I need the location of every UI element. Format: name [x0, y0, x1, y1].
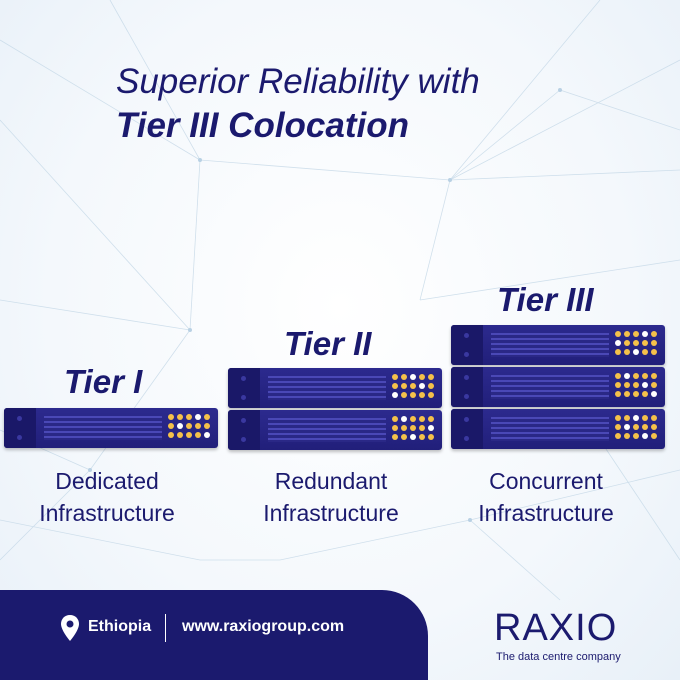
- tier-1-title: Tier I: [64, 363, 143, 400]
- tier-1-caption: Dedicated Infrastructure: [22, 465, 192, 529]
- server-unit: [228, 410, 442, 450]
- tier-3-caption-line-1: Concurrent: [489, 468, 603, 494]
- tier-3-caption-line-2: Infrastructure: [478, 500, 614, 526]
- footer-bar: Ethiopia www.raxiogroup.com: [0, 590, 428, 680]
- server-unit: [451, 367, 665, 407]
- location-country: Ethiopia: [88, 618, 152, 635]
- tier-3-title: Tier III: [497, 281, 594, 318]
- headline-line-2: Tier III Colocation: [116, 106, 410, 145]
- tier-1-caption-line-2: Infrastructure: [39, 500, 175, 526]
- tier-2-caption-line-2: Infrastructure: [263, 500, 399, 526]
- headline-line-1: Superior Reliability with: [116, 62, 480, 101]
- server-unit: [451, 325, 665, 365]
- tier-2-title: Tier II: [284, 325, 372, 362]
- server-unit: [228, 368, 442, 408]
- headline: Superior Reliability with Tier III Coloc…: [116, 60, 480, 148]
- footer-divider: [165, 614, 166, 642]
- tier-3-caption: Concurrent Infrastructure: [461, 465, 631, 529]
- tier-2-caption: Redundant Infrastructure: [246, 465, 416, 529]
- brand-tagline: The data centre company: [496, 651, 621, 663]
- website-link[interactable]: www.raxiogroup.com: [182, 618, 345, 635]
- tier-1-caption-line-1: Dedicated: [55, 468, 159, 494]
- brand-logo: RAXIO: [494, 607, 618, 649]
- tier-2-caption-line-1: Redundant: [274, 468, 388, 494]
- server-unit: [451, 409, 665, 449]
- server-unit: [4, 408, 218, 448]
- map-pin-icon: [61, 615, 79, 641]
